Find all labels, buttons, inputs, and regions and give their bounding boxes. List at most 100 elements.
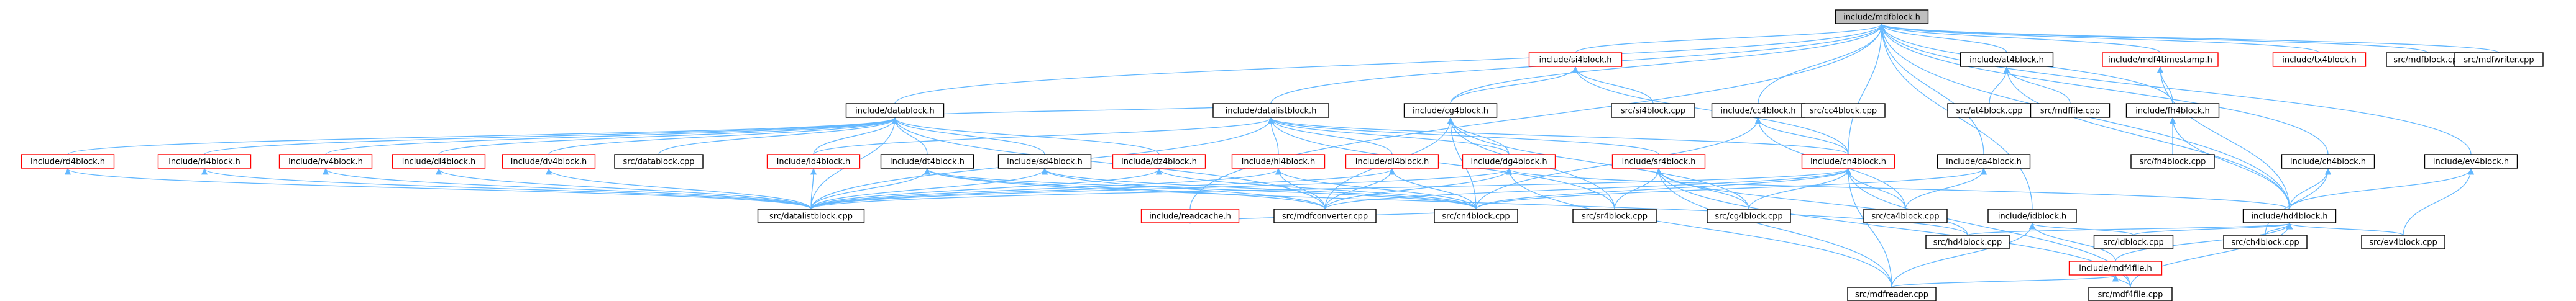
node-box-ca4cpp[interactable] [1863, 209, 1948, 223]
node-datalistblockcpp[interactable]: src/datalistblock.cpp [757, 209, 865, 223]
node-dv4[interactable]: include/dv4block.h [502, 154, 596, 169]
node-mdfconvertercpp[interactable]: src/mdfconverter.cpp [1273, 209, 1377, 223]
node-box-mdf[interactable] [1835, 9, 1929, 24]
node-box-mdfreadercpp[interactable] [1847, 287, 1937, 301]
node-dl4[interactable]: include/dl4block.h [1345, 154, 1439, 169]
node-cg4cpp[interactable]: src/cg4block.cpp [1707, 209, 1791, 223]
node-box-ca4[interactable] [1937, 154, 2031, 169]
node-box-ch4cpp[interactable] [2223, 235, 2308, 249]
node-box-at4[interactable] [1960, 52, 2054, 67]
node-sr4[interactable]: include/sr4block.h [1611, 154, 1706, 169]
node-dz4[interactable]: include/dz4block.h [1112, 154, 1206, 169]
node-box-datablockcpp[interactable] [614, 154, 704, 169]
node-datablock[interactable]: include/datablock.h [845, 103, 945, 118]
node-ca4[interactable]: include/ca4block.h [1937, 154, 2031, 169]
node-si4[interactable]: include/si4block.h [1528, 52, 1623, 67]
node-box-mdffilecpp[interactable] [2030, 103, 2111, 118]
node-box-dg4[interactable] [1462, 154, 1556, 169]
node-box-ld4[interactable] [766, 154, 861, 169]
node-tx4[interactable]: include/tx4block.h [2272, 52, 2367, 67]
node-box-mdf4filecpp[interactable] [2088, 287, 2173, 301]
edge-at4-to-mdf [1878, 23, 2007, 53]
node-box-sr4[interactable] [1611, 154, 1706, 169]
node-mdf4file[interactable]: include/mdf4file.h [2068, 261, 2163, 276]
node-cn4cpp[interactable]: src/cn4block.cpp [1434, 209, 1518, 223]
node-ri4[interactable]: include/ri4block.h [157, 154, 252, 169]
node-box-cc4cpp[interactable] [1801, 103, 1886, 118]
node-box-rv4[interactable] [278, 154, 373, 169]
node-box-dv4[interactable] [502, 154, 596, 169]
node-mdfwritercpp[interactable]: src/mdfwriter.cpp [2454, 52, 2544, 67]
node-mdf[interactable]: include/mdfblock.h [1835, 9, 1929, 24]
node-box-dl4[interactable] [1345, 154, 1439, 169]
node-si4cpp[interactable]: src/si4block.cpp [1611, 103, 1695, 118]
node-box-sr4cpp[interactable] [1572, 209, 1657, 223]
node-mdf4filecpp[interactable]: src/mdf4file.cpp [2088, 287, 2173, 301]
node-box-datalistblock[interactable] [1212, 103, 1329, 118]
node-box-rd4[interactable] [21, 154, 115, 169]
node-dg4[interactable]: include/dg4block.h [1462, 154, 1556, 169]
node-ld4[interactable]: include/ld4block.h [766, 154, 861, 169]
node-mdf4ts[interactable]: include/mdf4timestamp.h [2102, 52, 2219, 67]
node-box-fh4[interactable] [2125, 103, 2220, 118]
node-box-ev4[interactable] [2424, 154, 2518, 169]
node-hd4[interactable]: include/hd4block.h [2242, 209, 2337, 223]
node-datablockcpp[interactable]: src/datablock.cpp [614, 154, 704, 169]
node-ev4cpp[interactable]: src/ev4block.cpp [2361, 235, 2445, 249]
node-box-dz4[interactable] [1112, 154, 1206, 169]
node-box-tx4[interactable] [2272, 52, 2367, 67]
node-rv4[interactable]: include/rv4block.h [278, 154, 373, 169]
node-box-di4[interactable] [392, 154, 486, 169]
node-di4[interactable]: include/di4block.h [392, 154, 486, 169]
node-box-si4cpp[interactable] [1611, 103, 1695, 118]
node-box-hl4[interactable] [1231, 154, 1326, 169]
node-box-cn4cpp[interactable] [1434, 209, 1518, 223]
node-mdffilecpp[interactable]: src/mdffile.cpp [2030, 103, 2111, 118]
node-box-mdf4ts[interactable] [2102, 52, 2219, 67]
node-hl4[interactable]: include/hl4block.h [1231, 154, 1326, 169]
node-box-cg4cpp[interactable] [1707, 209, 1791, 223]
node-mdfreadercpp[interactable]: src/mdfreader.cpp [1847, 287, 1937, 301]
node-box-ri4[interactable] [157, 154, 252, 169]
node-readcache[interactable]: include/readcache.h [1140, 209, 1240, 223]
node-hd4cpp[interactable]: src/hd4block.cpp [1925, 235, 2010, 249]
node-box-dt4[interactable] [880, 154, 974, 169]
node-datalistblock[interactable]: include/datalistblock.h [1212, 103, 1329, 118]
node-ch4cpp[interactable]: src/ch4block.cpp [2223, 235, 2308, 249]
node-box-readcache[interactable] [1140, 209, 1240, 223]
node-box-fh4cpp[interactable] [2130, 154, 2215, 169]
node-fh4cpp[interactable]: src/fh4block.cpp [2130, 154, 2215, 169]
node-sr4cpp[interactable]: src/sr4block.cpp [1572, 209, 1657, 223]
node-at4[interactable]: include/at4block.h [1960, 52, 2054, 67]
node-rd4[interactable]: include/rd4block.h [21, 154, 115, 169]
node-box-cn4[interactable] [1801, 154, 1895, 169]
node-ev4[interactable]: include/ev4block.h [2424, 154, 2518, 169]
node-box-datablock[interactable] [845, 103, 945, 118]
node-box-ev4cpp[interactable] [2361, 235, 2445, 249]
node-ch4[interactable]: include/ch4block.h [2281, 154, 2375, 169]
node-idblock[interactable]: include/idblock.h [1987, 209, 2077, 223]
node-box-datalistblockcpp[interactable] [757, 209, 865, 223]
node-at4cpp[interactable]: src/at4block.cpp [1947, 103, 2032, 118]
node-box-mdfconvertercpp[interactable] [1273, 209, 1377, 223]
node-box-sd4[interactable] [997, 154, 1092, 169]
node-cn4[interactable]: include/cn4block.h [1801, 154, 1895, 169]
node-box-mdfwritercpp[interactable] [2454, 52, 2544, 67]
node-box-si4[interactable] [1528, 52, 1623, 67]
node-box-idblock[interactable] [1987, 209, 2077, 223]
node-box-cg4[interactable] [1403, 103, 1498, 118]
node-box-hd4cpp[interactable] [1925, 235, 2010, 249]
node-label-fh4: include/fh4block.h [2135, 107, 2209, 116]
node-idblockcpp[interactable]: src/idblock.cpp [2093, 235, 2174, 249]
node-box-ch4[interactable] [2281, 154, 2375, 169]
node-fh4[interactable]: include/fh4block.h [2125, 103, 2220, 118]
node-box-hd4[interactable] [2242, 209, 2337, 223]
node-dt4[interactable]: include/dt4block.h [880, 154, 974, 169]
node-box-mdf4file[interactable] [2068, 261, 2163, 276]
node-box-idblockcpp[interactable] [2093, 235, 2174, 249]
node-cc4cpp[interactable]: src/cc4block.cpp [1801, 103, 1886, 118]
node-ca4cpp[interactable]: src/ca4block.cpp [1863, 209, 1948, 223]
node-cc4[interactable]: include/cc4block.h [1711, 103, 1805, 118]
node-cg4[interactable]: include/cg4block.h [1403, 103, 1498, 118]
node-sd4[interactable]: include/sd4block.h [997, 154, 1092, 169]
